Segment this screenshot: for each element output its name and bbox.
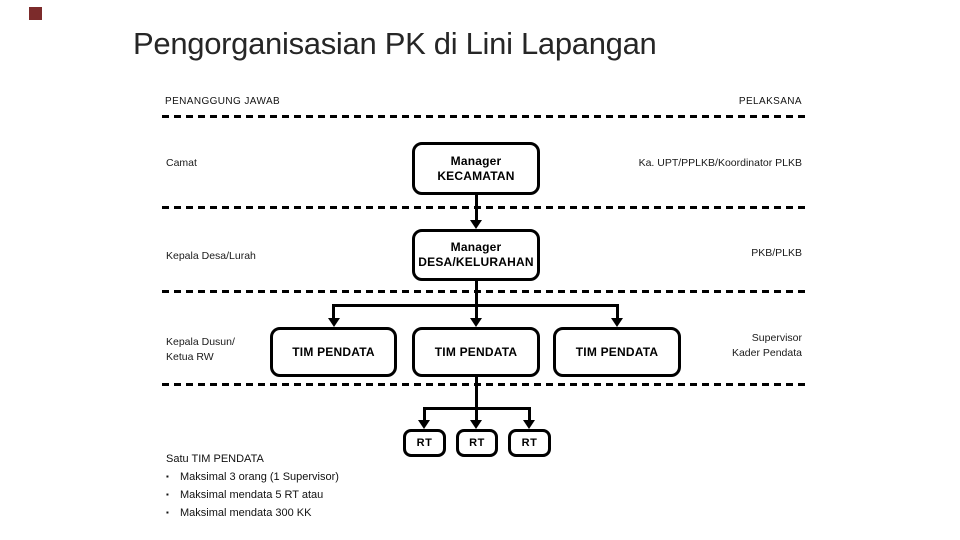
divider-dashed-4 [162,383,806,386]
box-manager-kecamatan: Manager KECAMATAN [412,142,540,195]
box-rt-3-label: RT [521,436,538,449]
connector-drop-tim-2 [475,304,478,319]
arrowhead-desa-icon [470,220,482,229]
square-bullet-icon: ▪ [166,490,169,499]
label-kepala-dusun-line2: Ketua RW [166,351,214,363]
label-kepala-dusun-line1: Kepala Dusun/ [166,336,235,348]
box-rt-1: RT [403,429,446,457]
box-manager-kecamatan-line1: Manager [450,153,502,168]
label-camat: Camat [166,157,197,169]
box-tim-pendata-3-label: TIM PENDATA [575,344,659,359]
box-manager-kecamatan-line2: KECAMATAN [437,168,515,183]
box-tim-pendata-2: TIM PENDATA [412,327,540,377]
column-label-pelaksana: PELAKSANA [738,96,802,107]
note-item-text: Maksimal mendata 5 RT atau [180,489,324,501]
note-item-text: Maksimal 3 orang (1 Supervisor) [180,471,339,483]
label-supervisor-line1: Supervisor [751,332,802,344]
square-bullet-icon: ▪ [166,508,169,517]
arrowhead-rt-3-icon [523,420,535,429]
box-tim-pendata-1: TIM PENDATA [270,327,397,377]
arrowhead-rt-2-icon [470,420,482,429]
page-title: Pengorganisasian PK di Lini Lapangan [133,26,657,61]
box-manager-desa-kelurahan: Manager DESA/KELURAHAN [412,229,540,281]
label-pkb-plkb: PKB/PLKB [751,247,802,259]
connector-line-desa-split [475,281,478,307]
note-item-text: Maksimal mendata 300 KK [180,507,312,519]
divider-dashed-1 [162,115,806,118]
connector-drop-tim-1 [332,304,335,319]
note-item: ▪ Maksimal 3 orang (1 Supervisor) [166,468,339,486]
arrowhead-tim-2-icon [470,318,482,327]
note-item: ▪ Maksimal mendata 300 KK [166,504,339,522]
divider-dashed-3 [162,290,806,293]
connector-line-tim-rt [475,377,478,410]
label-kepala-desa-lurah: Kepala Desa/Lurah [166,250,256,262]
square-bullet-icon: ▪ [166,472,169,481]
connector-drop-rt-3 [528,407,531,421]
arrowhead-rt-1-icon [418,420,430,429]
column-label-penanggung-jawab: PENANGGUNG JAWAB [165,96,281,107]
box-tim-pendata-3: TIM PENDATA [553,327,681,377]
box-tim-pendata-2-label: TIM PENDATA [434,344,518,359]
box-manager-desa-line1: Manager [450,240,502,254]
label-supervisor-kader-pendata: Supervisor Kader Pendata [732,331,802,361]
box-tim-pendata-1-label: TIM PENDATA [292,344,375,359]
label-kepala-dusun-ketua-rw: Kepala Dusun/ Ketua RW [166,335,235,365]
box-rt-2: RT [456,429,498,457]
label-ka-upt-pplkb: Ka. UPT/PPLKB/Koordinator PLKB [638,157,802,169]
box-rt-1-label: RT [416,436,433,449]
arrowhead-tim-3-icon [611,318,623,327]
notes-block: Satu TIM PENDATA ▪ Maksimal 3 orang (1 S… [166,451,339,522]
connector-drop-rt-1 [423,407,426,421]
connector-drop-rt-2 [475,407,478,421]
divider-dashed-2 [162,206,806,209]
label-supervisor-line2: Kader Pendata [731,347,802,359]
connector-drop-tim-3 [616,304,619,319]
box-rt-2-label: RT [469,436,485,449]
arrowhead-tim-1-icon [328,318,340,327]
connector-line-kecamatan-desa [475,195,478,222]
notes-heading: Satu TIM PENDATA [166,453,264,465]
box-manager-desa-line2: DESA/KELURAHAN [418,255,534,269]
note-item: ▪ Maksimal mendata 5 RT atau [166,486,339,504]
slide-accent-square-icon [29,7,42,20]
box-rt-3: RT [508,429,551,457]
